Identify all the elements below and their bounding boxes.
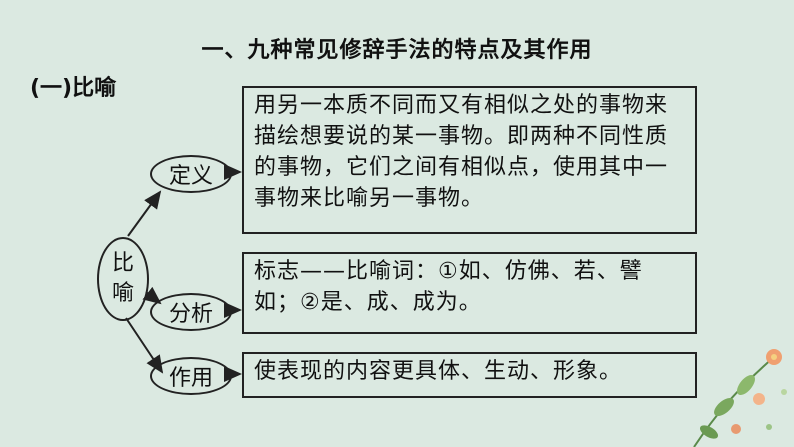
root-node: 比 喻 (97, 237, 149, 321)
page-title: 一、九种常见修辞手法的特点及其作用 (201, 38, 593, 63)
root-char-2: 喻 (111, 281, 134, 306)
node-definition: 定义 (150, 155, 232, 193)
analysis-box: 标志——比喻词：①如、仿佛、若、譬如；②是、成、成为。 (242, 252, 697, 334)
flower-decoration (693, 349, 787, 447)
node-analysis: 分析 (150, 293, 232, 331)
function-box: 使表现的内容更具体、生动、形象。 (242, 352, 697, 398)
section-title: (一)比喻 (30, 76, 117, 101)
definition-box: 用另一本质不同而又有相似之处的事物来描绘想要说的某一事物。即两种不同性质的事物，… (242, 86, 697, 234)
root-char-1: 比 (111, 251, 134, 276)
arrow-to-function (125, 317, 164, 374)
arrow-to-definition (127, 190, 162, 237)
node-function: 作用 (150, 357, 232, 395)
